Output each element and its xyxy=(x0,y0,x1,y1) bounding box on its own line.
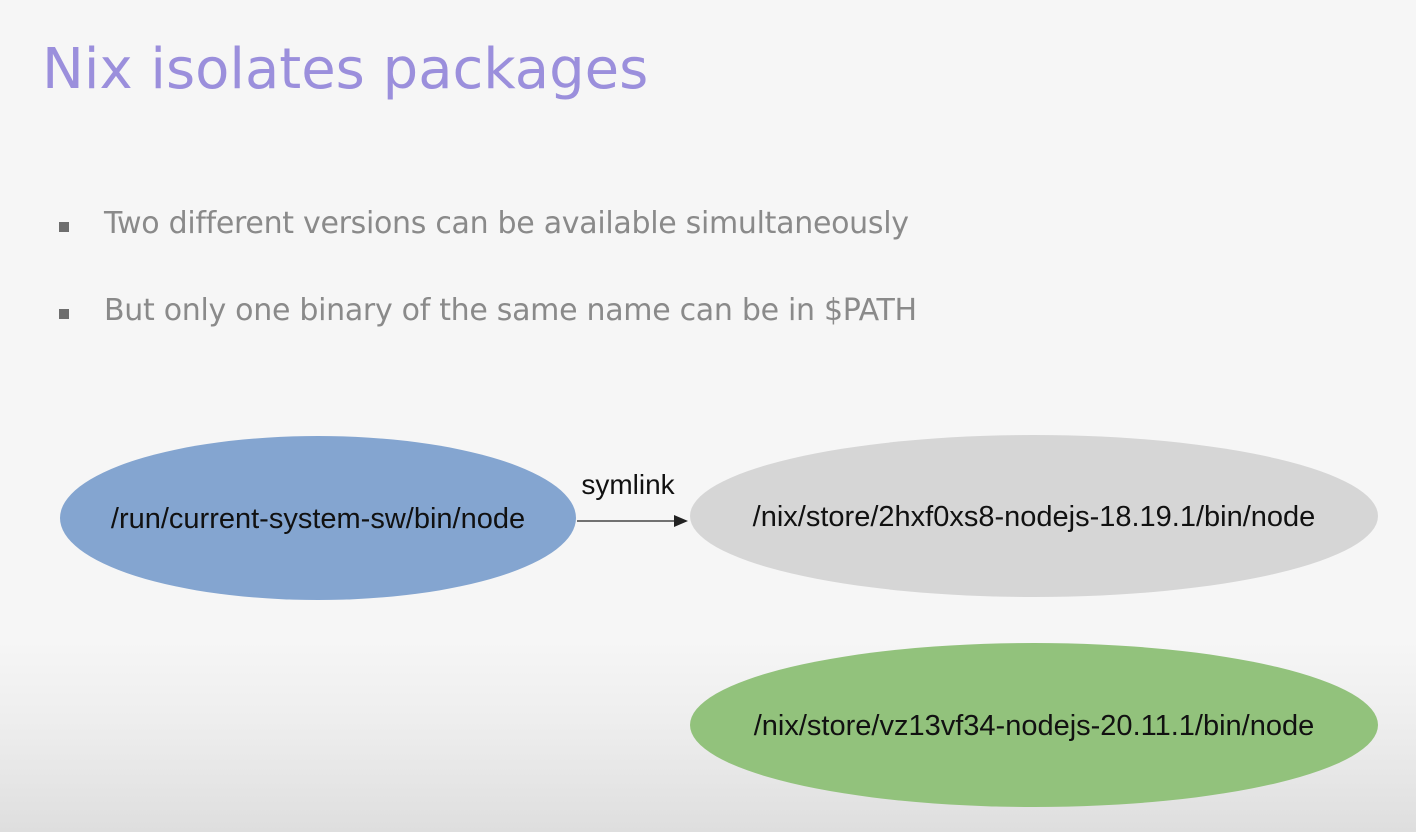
bullet-text: But only one binary of the same name can… xyxy=(104,293,917,328)
square-bullet-icon xyxy=(59,309,69,319)
node-current-system-label: /run/current-system-sw/bin/node xyxy=(111,503,525,535)
edge-label-symlink: symlink xyxy=(581,469,675,500)
bullet-text: Two different versions can be available … xyxy=(104,206,909,241)
node-nodejs-18-ellipse xyxy=(690,435,1378,597)
node-nodejs-18: /nix/store/2hxf0xs8-nodejs-18.19.1/bin/n… xyxy=(690,435,1378,597)
slide-title: Nix isolates packages xyxy=(42,37,649,102)
square-bullet-icon xyxy=(59,222,69,232)
node-nodejs-20-label: /nix/store/vz13vf34-nodejs-20.11.1/bin/n… xyxy=(754,710,1315,742)
node-nodejs-18-label: /nix/store/2hxf0xs8-nodejs-18.19.1/bin/n… xyxy=(753,501,1316,533)
node-nodejs-20: /nix/store/vz13vf34-nodejs-20.11.1/bin/n… xyxy=(690,643,1378,807)
node-current-system-ellipse xyxy=(60,436,576,600)
node-nodejs-20-ellipse xyxy=(690,643,1378,807)
node-current-system: /run/current-system-sw/bin/node xyxy=(60,436,576,600)
